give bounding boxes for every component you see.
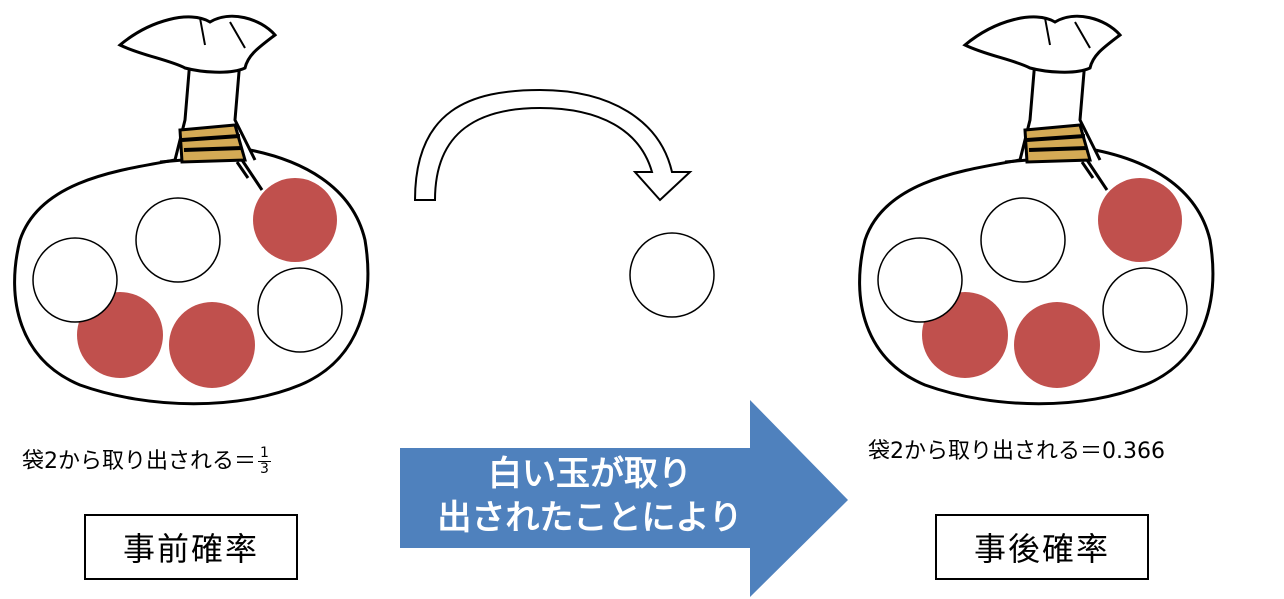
white-ball	[980, 197, 1066, 283]
white-ball	[257, 267, 343, 353]
arrow-caption-line1: 白い玉が取り	[488, 454, 692, 494]
blue-arrow	[400, 400, 848, 597]
white-ball	[877, 237, 963, 323]
drawn-white-ball	[629, 232, 715, 318]
left-probability-text: 袋2から取り出される＝	[22, 448, 256, 474]
fraction-denominator: 3	[260, 461, 269, 478]
posterior-probability-label: 事後確率	[935, 514, 1149, 580]
prior-probability-label: 事前確率	[84, 514, 298, 580]
red-ball	[169, 302, 255, 388]
bag-left	[13, 14, 370, 406]
bag-right-top	[962, 14, 1123, 74]
white-ball	[32, 237, 118, 323]
fraction-numerator: 1	[258, 445, 271, 463]
white-ball	[135, 197, 221, 283]
bag-right-tie	[1023, 123, 1092, 164]
red-ball	[253, 178, 337, 262]
bag-right	[858, 14, 1215, 406]
bag-left-top	[117, 14, 278, 74]
arrow-caption-line2: 出されたことにより	[437, 498, 743, 539]
red-ball	[1098, 178, 1182, 262]
right-probability: 袋2から取り出される＝0.366	[868, 439, 1165, 464]
red-ball	[1014, 302, 1100, 388]
curved-arrow	[413, 88, 693, 202]
bag-left-tie	[178, 123, 247, 164]
arrow-caption: 白い玉が取り 出されたことにより	[405, 452, 775, 540]
white-ball	[1102, 267, 1188, 353]
